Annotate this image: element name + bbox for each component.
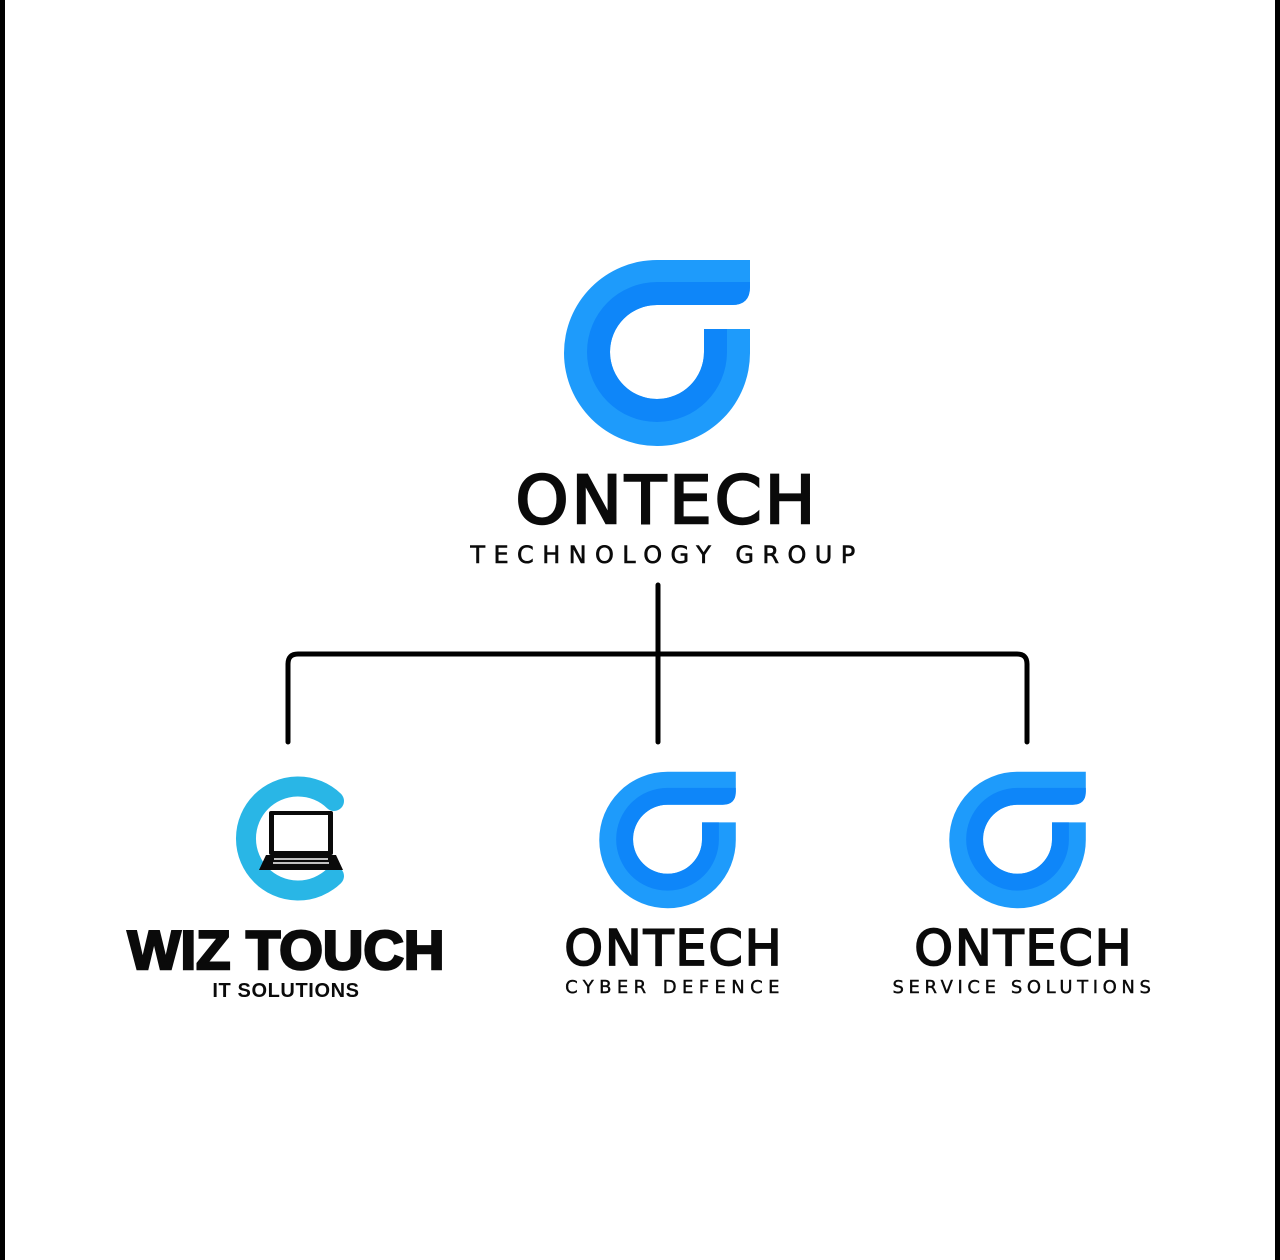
left-frame-edge xyxy=(0,0,5,1260)
child-company-tagline: CYBER DEFENCE xyxy=(565,977,785,998)
parent-company-name: ONTECH xyxy=(514,462,819,539)
child-company-tagline: SERVICE SOLUTIONS xyxy=(892,977,1156,998)
right-frame-edge xyxy=(1275,0,1280,1260)
wiz-touch-laptop-logo-icon xyxy=(236,776,344,901)
laptop-icon xyxy=(259,811,343,870)
ontech-ring-logo-icon xyxy=(564,260,751,446)
child-company-tagline: IT SOLUTIONS xyxy=(212,980,360,1002)
c-ring-icon xyxy=(236,776,344,901)
ontech-ring-logo-icon xyxy=(599,771,736,909)
branch-connector-line xyxy=(285,651,1030,745)
ontech-ring-logo-icon xyxy=(949,771,1086,909)
parent-company-tagline: TECHNOLOGY GROUP xyxy=(470,541,864,570)
child-company-name: WIZ TOUCH xyxy=(126,919,445,981)
child-company-name: ONTECH xyxy=(564,920,784,977)
child-company-name: ONTECH xyxy=(914,920,1134,977)
